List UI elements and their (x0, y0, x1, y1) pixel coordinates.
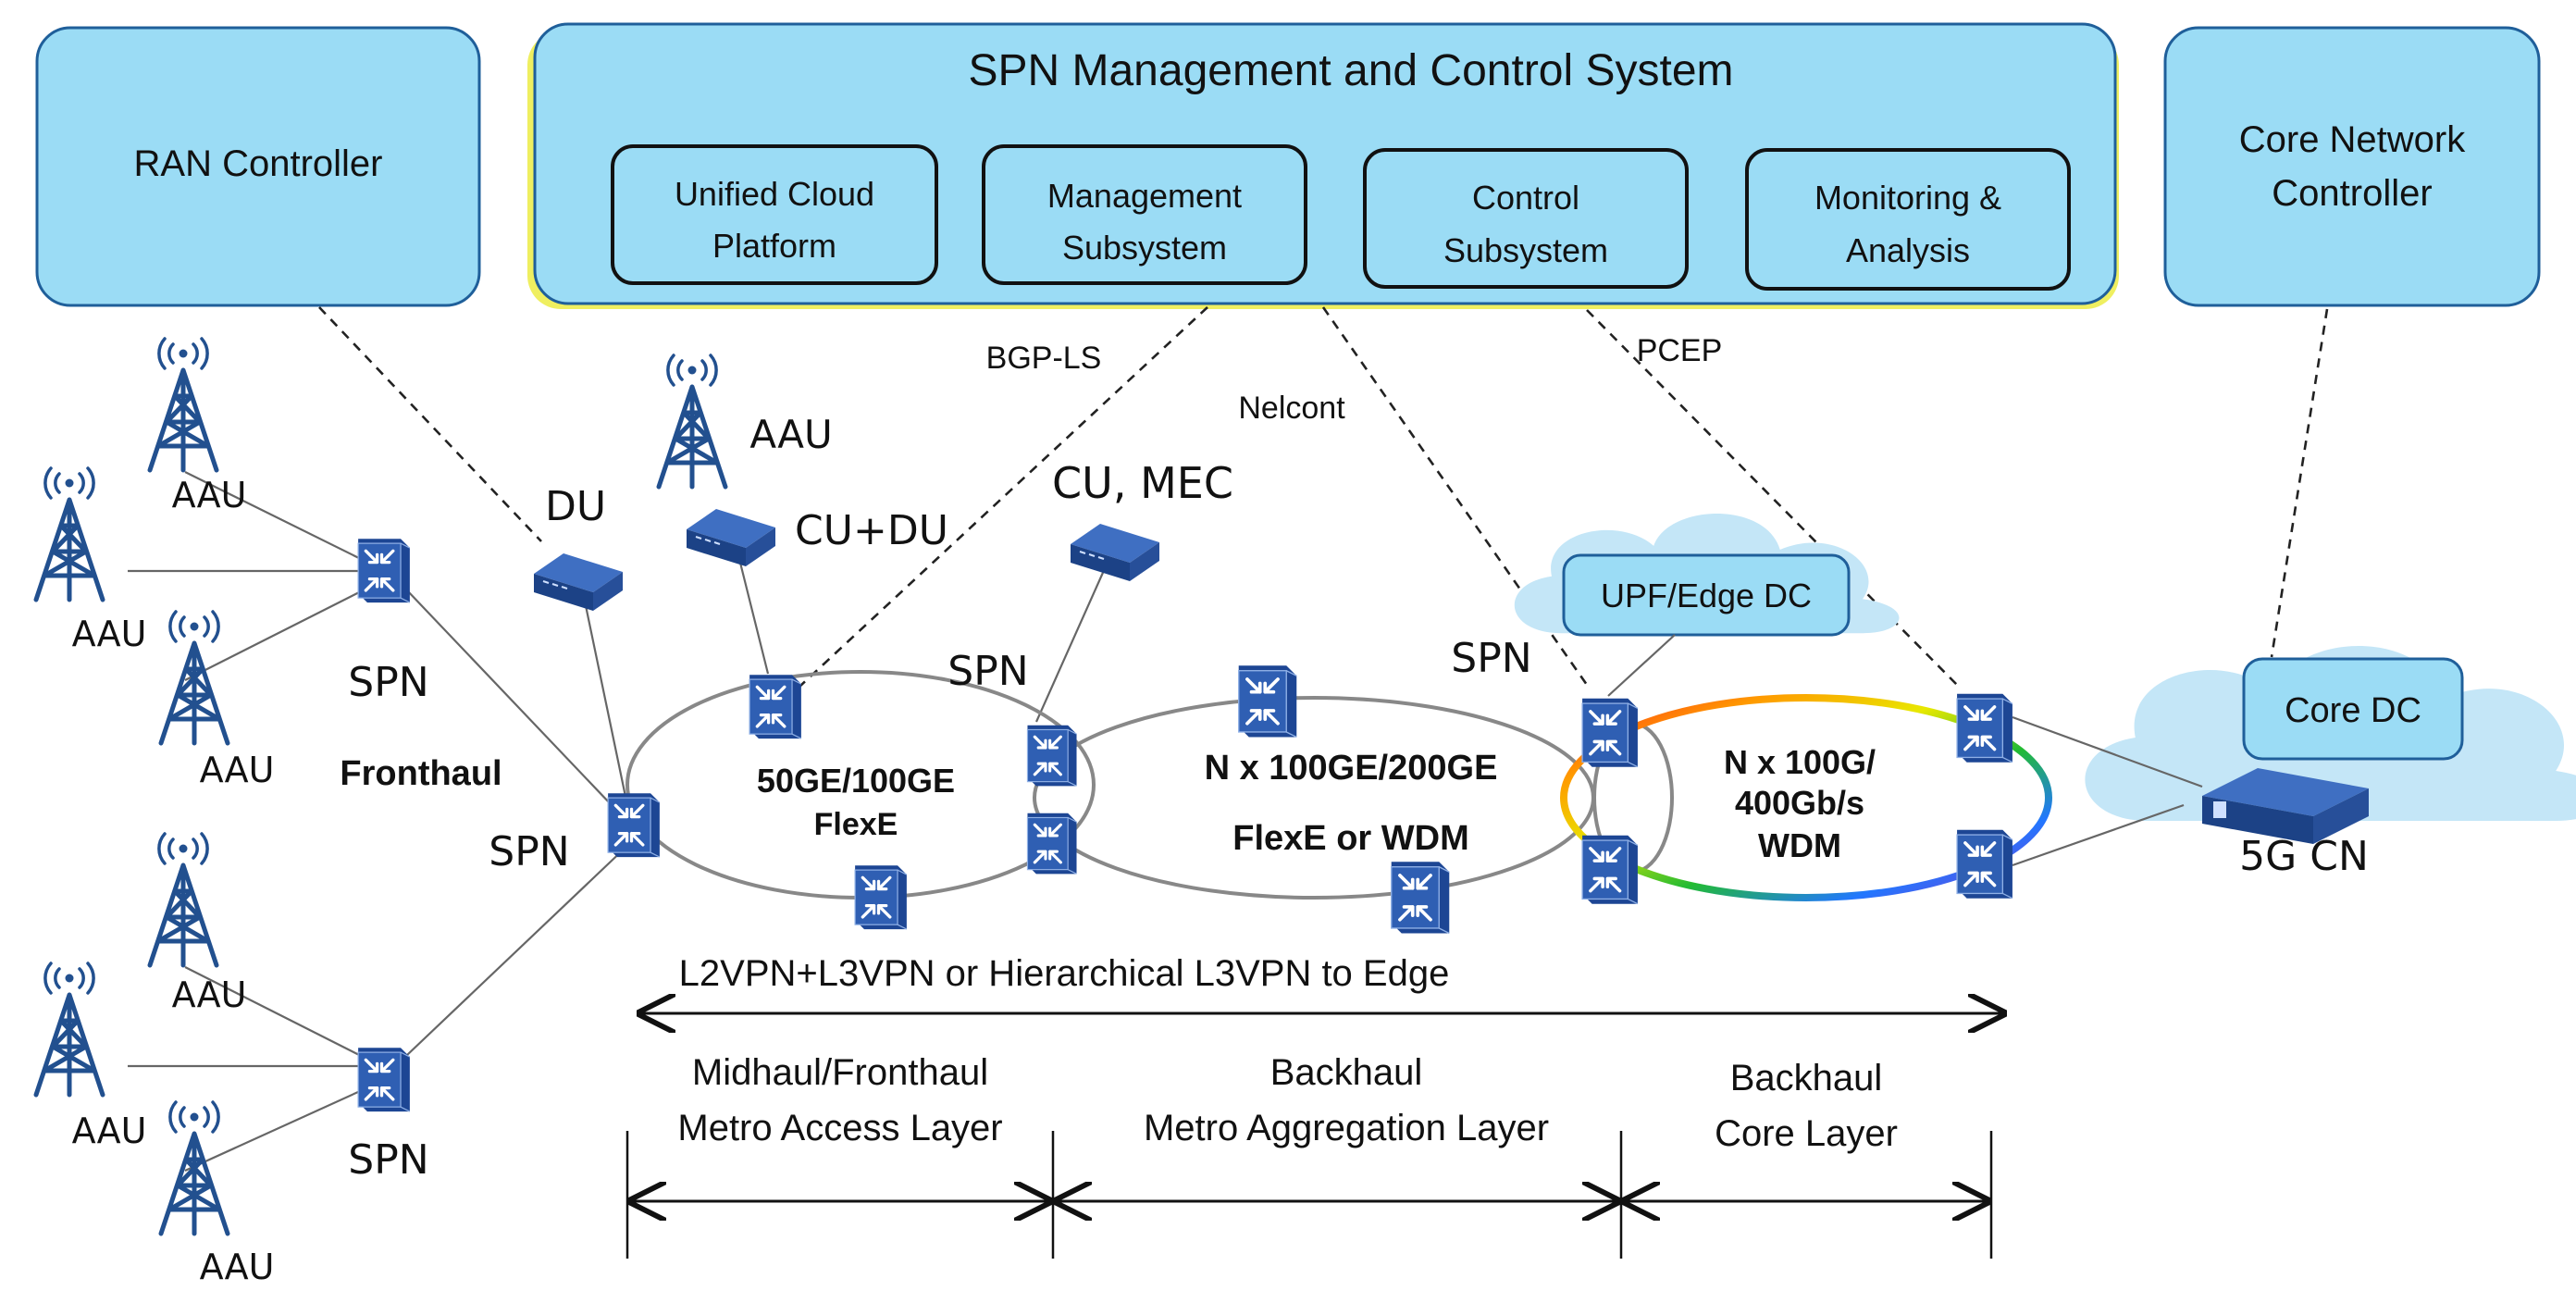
core-ring-label3: WDM (1758, 826, 1841, 864)
aau-tower: AAU (36, 468, 146, 654)
core-layer-line1: Backhaul (1730, 1058, 1883, 1098)
control-links (318, 306, 2329, 700)
ran-controller-box: RAN Controller (35, 26, 481, 307)
spn-router (606, 791, 662, 859)
spn-router (853, 863, 909, 931)
spn-router (1025, 724, 1079, 788)
cu-du-device: CU+DU (686, 507, 948, 567)
aau-tower: AAU (161, 1102, 274, 1287)
spn-system-title: SPN Management and Control System (968, 46, 1733, 95)
5g-cn-server: 5G CN (2202, 768, 2369, 880)
spn-router (1236, 664, 1299, 739)
aau-tower: AAU (150, 834, 246, 1015)
5g-cn-label: 5G CN (2239, 833, 2369, 880)
aggregation-ring (1033, 696, 1595, 900)
control-subsystem-box: Control Subsystem (1363, 148, 1689, 289)
cu-du-label: CU+DU (795, 507, 948, 554)
aau-label: AAU (200, 750, 275, 790)
fronthaul-label: Fronthaul (340, 754, 502, 793)
aau-label: AAU (72, 1111, 147, 1151)
spn-router (1580, 697, 1640, 769)
monitoring-analysis-box: Monitoring & Analysis (1745, 148, 2071, 291)
aau-label: AAU (72, 614, 147, 654)
upf-edge-label: UPF/Edge DC (1601, 577, 1812, 614)
core-ring-label1: N x 100G/ (1724, 743, 1876, 781)
spn-router (356, 537, 412, 604)
spn-router (1580, 834, 1640, 906)
aggregation-layer-line2: Metro Aggregation Layer (1144, 1108, 1549, 1148)
spn-router (356, 1046, 412, 1113)
vpn-label: L2VPN+L3VPN or Hierarchical L3VPN to Edg… (679, 953, 1450, 994)
aau-label: AAU (749, 412, 832, 457)
core-layer-line2: Core Layer (1715, 1113, 1898, 1154)
spn-router (1955, 692, 2014, 764)
netconf-label: Nelcont (1238, 391, 1345, 426)
spn-label: SPN (947, 648, 1028, 695)
cu-mec-label: CU, MEC (1052, 458, 1233, 508)
aau-tower: AAU (36, 963, 146, 1151)
upf-edge-cloud: UPF/Edge DC (1514, 514, 1900, 637)
management-subsystem-box: Management Subsystem (982, 144, 1307, 285)
core-dc-cloud: Core DC (2085, 646, 2576, 821)
aau-tower: AAU (659, 355, 833, 487)
core-network-controller-box: Core Network Controller (2163, 26, 2541, 307)
ran-controller-label: RAN Controller (134, 143, 383, 184)
spn-label: SPN (348, 659, 428, 706)
aau-tower: AAU (150, 339, 246, 515)
aggregation-layer-line1: Backhaul (1270, 1052, 1423, 1093)
aau-label: AAU (200, 1247, 275, 1287)
control-line2: Subsystem (1443, 231, 1608, 269)
unified-cloud-line2: Platform (712, 227, 836, 265)
monitoring-line1: Monitoring & (1814, 179, 2001, 217)
du-device: DU (533, 483, 624, 612)
core-dc-label: Core DC (2285, 691, 2421, 730)
spn-label: SPN (489, 828, 569, 875)
core-ring-label2: 400Gb/s (1735, 784, 1864, 822)
cu-mec-device: CU, MEC (1052, 458, 1233, 582)
access-ring-label1: 50GE/100GE (757, 762, 955, 800)
aau-label: AAU (172, 475, 247, 515)
access-layer-line2: Metro Access Layer (677, 1108, 1002, 1148)
spn-management-system-box: SPN Management and Control System Unifie… (527, 22, 2119, 309)
spn-router (1025, 812, 1079, 875)
core-controller-line2: Controller (2272, 173, 2432, 214)
control-line1: Control (1472, 179, 1579, 217)
core-wdm-ring (1560, 694, 2052, 901)
spn-router (1955, 828, 2014, 900)
access-links (128, 471, 2203, 1173)
aau-tower: AAU (161, 612, 274, 790)
spn-label: SPN (348, 1136, 428, 1184)
spn-router (1389, 860, 1452, 936)
management-line2: Subsystem (1062, 229, 1227, 267)
du-label: DU (545, 483, 606, 530)
access-layer-line1: Midhaul/Fronthaul (692, 1052, 988, 1093)
bgp-ls-label: BGP-LS (986, 341, 1102, 376)
management-line1: Management (1047, 177, 1242, 215)
access-ring-label2: FlexE (814, 807, 898, 842)
aau-label: AAU (172, 974, 247, 1015)
aggregation-ring-label1: N x 100GE/200GE (1205, 749, 1498, 788)
monitoring-line2: Analysis (1846, 231, 1970, 269)
core-controller-line1: Core Network (2239, 119, 2467, 160)
unified-cloud-platform-box: Unified Cloud Platform (611, 144, 938, 285)
unified-cloud-line1: Unified Cloud (675, 175, 874, 213)
aggregation-ring-label2: FlexE or WDM (1232, 819, 1468, 858)
pcep-label: PCEP (1637, 333, 1723, 368)
spn-label: SPN (1451, 635, 1531, 682)
spn-router (748, 673, 803, 740)
